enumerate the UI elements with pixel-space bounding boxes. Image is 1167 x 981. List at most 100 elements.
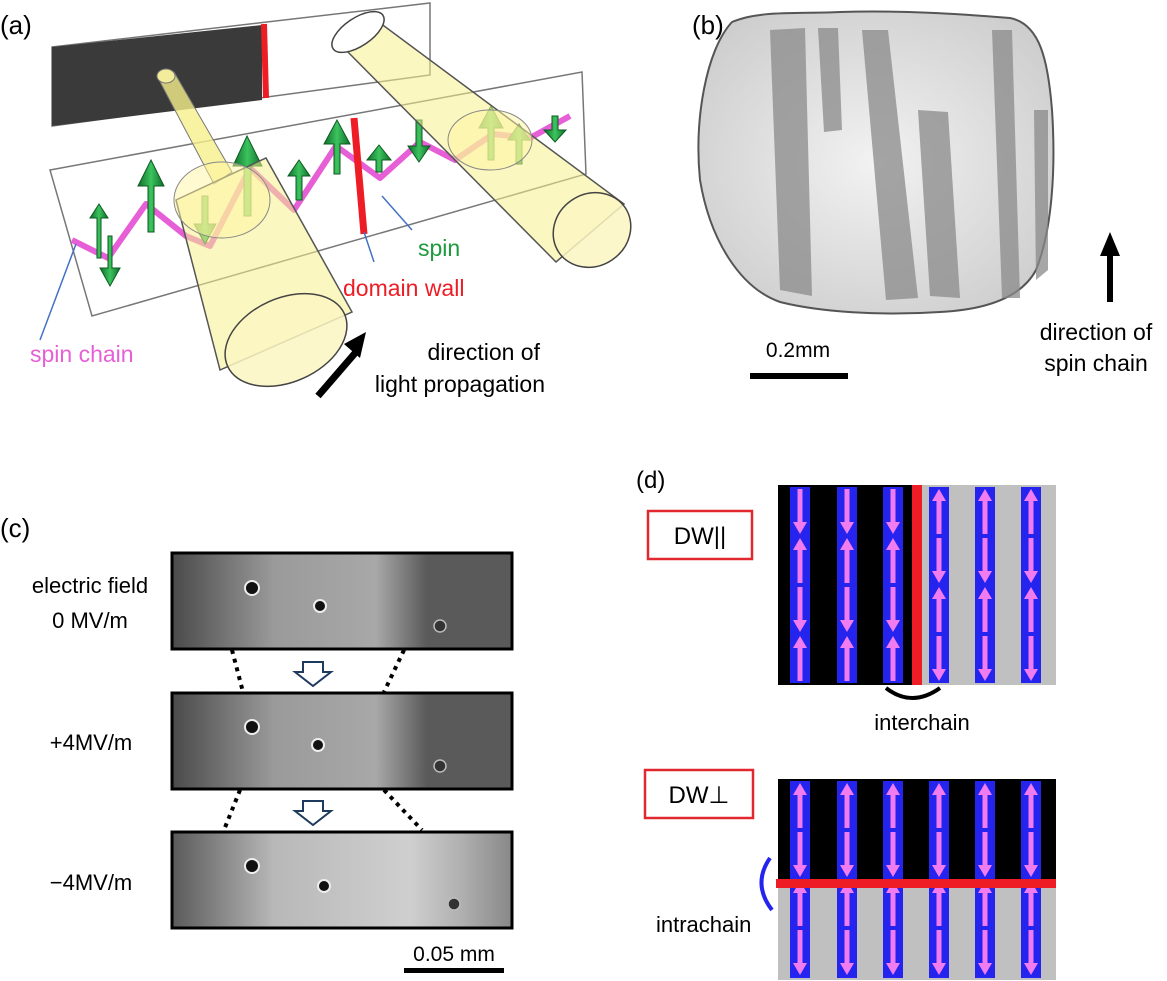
spin-arrow (932, 489, 946, 534)
spin-arrow (886, 783, 900, 828)
image-strip-plus4mvm (170, 691, 514, 791)
light-direction-arrow-shaft (315, 349, 359, 399)
spin-arrow (1024, 489, 1038, 534)
intrachain-bracket (759, 856, 774, 912)
dotted-guide (382, 649, 406, 693)
intrachain-label: intrachain (656, 912, 751, 937)
spin-arrow (793, 538, 807, 583)
panel-b: (b) 0.2mm direction of spin chain (692, 10, 1153, 379)
chain-direction-arrow-head (1100, 232, 1120, 256)
spin-chain-column (883, 487, 903, 683)
light-direction-arrow-head (344, 332, 366, 358)
spin-arrow (1024, 538, 1038, 583)
direction-line1: direction of (1040, 319, 1153, 345)
panel-a: (a) (0, 2, 632, 399)
domain-strip (1034, 110, 1048, 280)
spin-chain-column (837, 487, 857, 683)
spin-arrow (1024, 636, 1038, 681)
spin-arrow (932, 832, 946, 877)
spin-arrow (1024, 783, 1038, 828)
panel-a-label: (a) (0, 10, 32, 40)
particle (244, 858, 260, 874)
spin-arrow (840, 783, 854, 828)
spin-arrow (932, 930, 946, 975)
scale-bar-c (404, 968, 504, 973)
spin-arrow (978, 881, 992, 926)
spin-arrow (793, 881, 807, 926)
light-beam-left-end (224, 292, 348, 388)
light-label-line2: light propagation (375, 371, 545, 397)
spin-arrow (137, 158, 165, 233)
spin-arrow (886, 587, 900, 632)
spin-arrow (793, 636, 807, 681)
spin-arrow (886, 489, 900, 534)
spin-arrow (932, 587, 946, 632)
field-0-label: 0 MV/m (52, 608, 128, 633)
particle (433, 619, 447, 633)
panel-d: (d) DW|| interchain DW⊥ intrachain (636, 467, 1056, 980)
panel-d-label: (d) (636, 467, 665, 494)
spin-arrow (365, 144, 393, 173)
spin-arrow (323, 118, 351, 175)
image-strip-minus4mvm (170, 830, 514, 930)
spin-arrow (840, 587, 854, 632)
dotted-guide (222, 789, 242, 831)
dw-parallel-label: DW|| (674, 523, 726, 550)
spin-arrow (932, 636, 946, 681)
light-label-line1: direction of (427, 339, 540, 365)
particle (313, 599, 327, 613)
spin-label: spin (418, 235, 460, 261)
spin-arrow (1024, 587, 1038, 632)
particle (447, 897, 461, 911)
domain-strips (770, 28, 1048, 300)
panel-c-label: (c) (0, 513, 30, 543)
spin-arrow (840, 489, 854, 534)
spin-arrow (840, 881, 854, 926)
spin-chain-column (975, 487, 995, 683)
spin-arrow (1024, 881, 1038, 926)
dw-parallel-diagram (778, 485, 1056, 685)
dw-perp-diagram (776, 779, 1056, 980)
spin-arrow (886, 832, 900, 877)
back-domain-wall (261, 23, 269, 99)
spin-arrow (99, 235, 121, 288)
spin-arrow (840, 538, 854, 583)
dw-parallel-box (646, 509, 754, 561)
light-beam-right-end (552, 191, 632, 269)
domain-strip (862, 30, 918, 300)
down-arrow-1 (292, 661, 334, 688)
spin-arrow (978, 489, 992, 534)
spin-arrow (840, 636, 854, 681)
spin-arrow (886, 881, 900, 926)
spin-arrow (840, 930, 854, 975)
scale-bar-b (750, 373, 848, 379)
field-plus-label: +4MV/m (50, 730, 133, 755)
down-arrow-2 (292, 800, 334, 827)
dotted-guide (230, 649, 245, 693)
light-beam-right-spot (447, 109, 533, 171)
field-minus-label: −4MV/m (50, 870, 133, 895)
spin-arrow (793, 930, 807, 975)
domain-wall-leader (363, 231, 375, 263)
domain-strip (918, 110, 960, 298)
domain-strip (770, 28, 812, 296)
spin-arrow (89, 203, 109, 259)
spin-arrow (793, 587, 807, 632)
spin-arrow (793, 489, 807, 534)
light-beam-left-spot (173, 161, 271, 239)
spin-arrow (978, 930, 992, 975)
dw-perp-label: DW⊥ (669, 782, 730, 809)
scale-label-b: 0.2mm (766, 339, 830, 362)
spin-arrow (840, 832, 854, 877)
particle (311, 738, 325, 752)
particle (244, 719, 260, 735)
spin-leader (381, 195, 413, 231)
spin-chain-column (790, 487, 810, 683)
spin-arrow (932, 783, 946, 828)
black-domain (778, 779, 1056, 883)
dotted-guide (382, 788, 424, 832)
spin-chain-label: spin chain (30, 341, 134, 367)
spin-chain-leader (39, 243, 77, 341)
spin-arrow (886, 636, 900, 681)
